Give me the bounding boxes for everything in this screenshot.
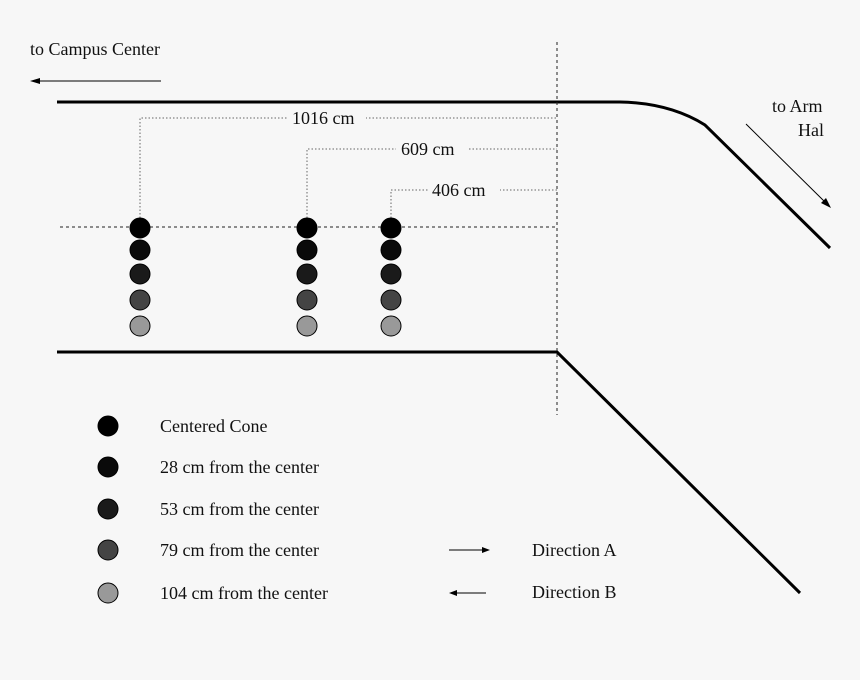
cone-marker — [296, 239, 318, 261]
cone-column-3 — [380, 217, 402, 337]
left-arrow-icon — [30, 78, 161, 84]
dimension-label-406: 406 cm — [432, 180, 486, 200]
legend-label: 53 cm from the center — [160, 499, 319, 519]
legend-cone-marker — [97, 456, 119, 478]
legend-label: 28 cm from the center — [160, 457, 319, 477]
cone-marker — [296, 263, 318, 285]
cone-marker — [380, 315, 402, 337]
legend-label: Centered Cone — [160, 416, 267, 436]
dimension-1016: 1016 cm — [139, 106, 557, 218]
direction-b-arrow-icon — [449, 590, 486, 596]
diagonal-arrow-icon — [745, 123, 831, 208]
cone-marker — [296, 289, 318, 311]
dimension-label-1016: 1016 cm — [292, 108, 355, 128]
cone-column-1 — [129, 217, 151, 337]
cone-groups — [129, 217, 402, 337]
legend: Centered Cone 28 cm from the center 53 cm … — [97, 415, 328, 604]
cone-marker — [129, 263, 151, 285]
direction-a-arrow-icon — [449, 547, 490, 553]
cone-marker — [129, 315, 151, 337]
dimension-label-609: 609 cm — [401, 139, 455, 159]
to-armory-label-line2: Hal — [798, 120, 824, 140]
legend-cone-marker — [97, 415, 119, 437]
cone-marker — [380, 217, 402, 239]
cone-marker — [380, 263, 402, 285]
cone-marker — [380, 239, 402, 261]
cone-marker — [129, 289, 151, 311]
cone-marker — [129, 217, 151, 239]
to-armory-label-line1: to Arm — [772, 96, 823, 116]
to-campus-center-label: to Campus Center — [30, 39, 160, 59]
cone-marker — [129, 239, 151, 261]
direction-b-label: Direction B — [532, 582, 616, 602]
road-bottom-edge — [57, 350, 802, 595]
legend-label: 104 cm from the center — [160, 583, 328, 603]
cone-column-2 — [296, 217, 318, 337]
cone-marker — [296, 217, 318, 239]
cone-marker — [380, 289, 402, 311]
legend-cone-marker — [97, 539, 119, 561]
road-top-edge — [57, 100, 832, 250]
legend-cone-marker — [97, 498, 119, 520]
legend-cone-marker — [97, 582, 119, 604]
legend-label: 79 cm from the center — [160, 540, 319, 560]
dimension-609: 609 cm — [306, 137, 557, 218]
direction-a-label: Direction A — [532, 540, 616, 560]
dimension-406: 406 cm — [390, 178, 557, 218]
cone-marker — [296, 315, 318, 337]
